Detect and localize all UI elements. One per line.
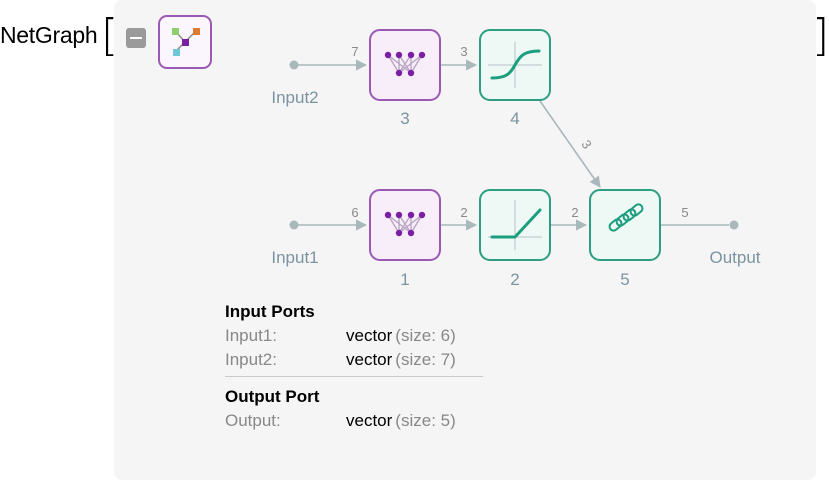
- port-row-input1: Input1: vector(size: 6): [225, 324, 485, 348]
- input1-label: Input1: [271, 248, 318, 267]
- netgraph-label: NetGraph: [0, 22, 98, 48]
- port-row-input2: Input2: vector(size: 7): [225, 348, 485, 372]
- node-1-linear[interactable]: [369, 189, 441, 261]
- node-3-linear[interactable]: [369, 29, 441, 101]
- node-4-label: 4: [510, 109, 519, 128]
- edge-input1-size: 6: [351, 205, 358, 220]
- collapse-button[interactable]: [126, 28, 146, 48]
- ports-divider: [225, 376, 483, 377]
- chain-link-icon: [608, 203, 644, 232]
- node-2-ramp[interactable]: [479, 189, 551, 261]
- open-bracket: [: [101, 10, 119, 61]
- port-type: vector(size: 5): [346, 411, 456, 430]
- output-port-dot: [729, 220, 739, 230]
- edge-3-to-4-size: 3: [460, 44, 467, 59]
- input1-port-dot: [289, 220, 299, 230]
- input-ports-title: Input Ports: [225, 302, 315, 321]
- edge-2-to-5-size: 2: [571, 205, 578, 220]
- netgraph-icon-button[interactable]: [158, 15, 212, 69]
- node-3-label: 3: [400, 109, 409, 128]
- node-5-catenate[interactable]: [589, 189, 661, 261]
- edge-input2-size: 7: [351, 44, 358, 59]
- ramp-icon: [488, 200, 542, 250]
- edge-1-to-2-size: 2: [460, 205, 467, 220]
- node-5-label: 5: [620, 270, 629, 289]
- node-4-sigmoid[interactable]: [479, 29, 551, 101]
- input2-label: Input2: [271, 88, 318, 107]
- output-port-title: Output Port: [225, 387, 320, 406]
- edge-4-to-5-size: 3: [578, 137, 594, 152]
- node-2-label: 2: [510, 270, 519, 289]
- port-type: vector(size: 7): [346, 350, 456, 369]
- port-type: vector(size: 6): [346, 326, 456, 345]
- node-1-label: 1: [400, 270, 409, 289]
- close-bracket: ]: [812, 10, 829, 61]
- port-row-output: Output: vector(size: 5): [225, 409, 485, 433]
- graph-icon: [172, 28, 200, 56]
- port-name: Output:: [225, 411, 281, 430]
- sigmoid-icon: [488, 42, 542, 88]
- summary-panel: [114, 0, 816, 480]
- port-name: Input1:: [225, 326, 277, 345]
- output-label: Output: [709, 248, 760, 267]
- port-name: Input2:: [225, 350, 277, 369]
- edge-output-size: 5: [681, 205, 688, 220]
- edge-4-to-5: [539, 100, 601, 188]
- input2-port-dot: [289, 60, 299, 70]
- ports-summary: Input Ports Input1: vector(size: 6) Inpu…: [225, 300, 485, 433]
